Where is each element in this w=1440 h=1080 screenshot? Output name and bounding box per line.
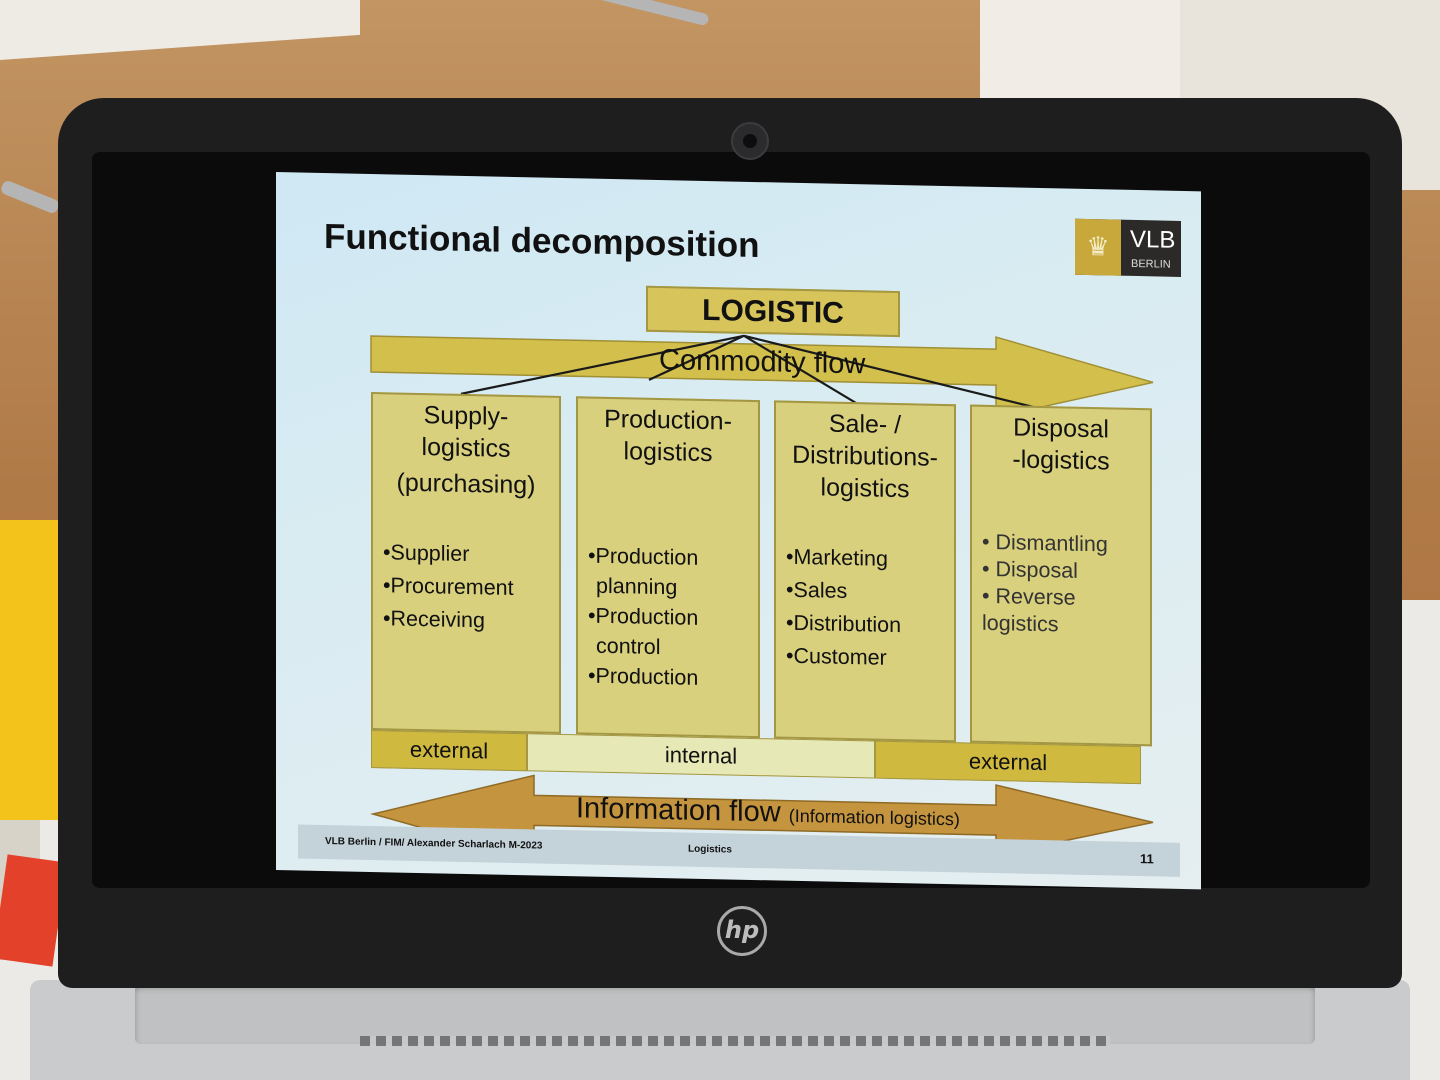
webcam-icon	[731, 122, 769, 160]
column-items: • Dismantling • Disposal • Reverse logis…	[982, 529, 1144, 640]
list-item: •Customer	[786, 643, 887, 670]
list-item: •Marketing	[786, 544, 888, 571]
presentation-slide: Functional decomposition ♛ VLB BERLIN LO…	[276, 172, 1201, 890]
hp-logo-icon: hp	[717, 906, 767, 956]
list-item: •Production	[588, 543, 699, 570]
head-line: Disposal	[1013, 413, 1109, 444]
page-number: 11	[1140, 851, 1154, 867]
list-item: •Production	[588, 603, 699, 630]
list-item: •Supplier	[383, 540, 470, 567]
keyboard-row	[360, 1036, 1110, 1046]
commodity-flow-label: Commodity flow	[659, 344, 866, 381]
column-production: Production- logistics •Production planni…	[576, 396, 760, 739]
column-sales: Sale- / Distributions- logistics •Market…	[774, 400, 956, 743]
list-item: •Sales	[786, 577, 848, 603]
footer-center: Logistics	[688, 843, 732, 856]
list-item: • Disposal	[982, 556, 1078, 583]
band-external-right: external	[875, 740, 1141, 785]
list-item: •Distribution	[786, 610, 902, 638]
list-item: • Dismantling	[982, 529, 1108, 557]
head-line: -logistics	[1012, 445, 1110, 476]
information-flow-note: (Information logistics)	[788, 805, 960, 830]
band-internal: internal	[527, 733, 875, 779]
column-head: Supply- logistics (purchasing)	[373, 398, 559, 502]
head-line: logistics	[421, 433, 511, 463]
flow-arrows	[370, 334, 1154, 861]
list-item: •Production	[588, 663, 699, 690]
head-line: Supply-	[423, 401, 509, 431]
connector-lines	[460, 334, 1047, 412]
column-items: •Marketing •Sales •Distribution •Custome…	[786, 541, 948, 676]
column-head: Sale- / Distributions- logistics	[776, 406, 954, 506]
information-flow-text: Information flow	[576, 792, 781, 829]
head-line: Distributions-	[792, 440, 938, 472]
list-item: control	[596, 633, 661, 660]
column-head: Disposal -logistics	[972, 411, 1150, 479]
list-item: •Procurement	[383, 573, 514, 600]
column-disposal: Disposal -logistics • Dismantling • Disp…	[970, 404, 1152, 747]
column-supply: Supply- logistics (purchasing) •Supplier…	[371, 391, 561, 734]
commodity-flow-arrow	[370, 335, 1154, 419]
logistic-root-box: LOGISTIC	[646, 285, 900, 338]
column-items: •Production planning •Production control…	[588, 541, 752, 694]
band-external-left: external	[371, 729, 527, 772]
list-item: logistics	[982, 610, 1059, 637]
column-items: •Supplier •Procurement •Receiving	[383, 536, 553, 639]
head-line: Sale- /	[828, 409, 902, 440]
footer-left: VLB Berlin / FIM/ Alexander Scharlach M-…	[325, 836, 543, 852]
head-line: (purchasing)	[396, 468, 536, 500]
laptop-hinge	[135, 984, 1315, 1044]
list-item: •Receiving	[383, 606, 485, 633]
head-line: logistics	[623, 437, 713, 468]
column-head: Production- logistics	[578, 402, 758, 470]
list-item: • Reverse	[982, 583, 1076, 610]
head-line: Production-	[604, 404, 732, 436]
head-line: logistics	[820, 473, 910, 504]
list-item: planning	[596, 573, 678, 600]
